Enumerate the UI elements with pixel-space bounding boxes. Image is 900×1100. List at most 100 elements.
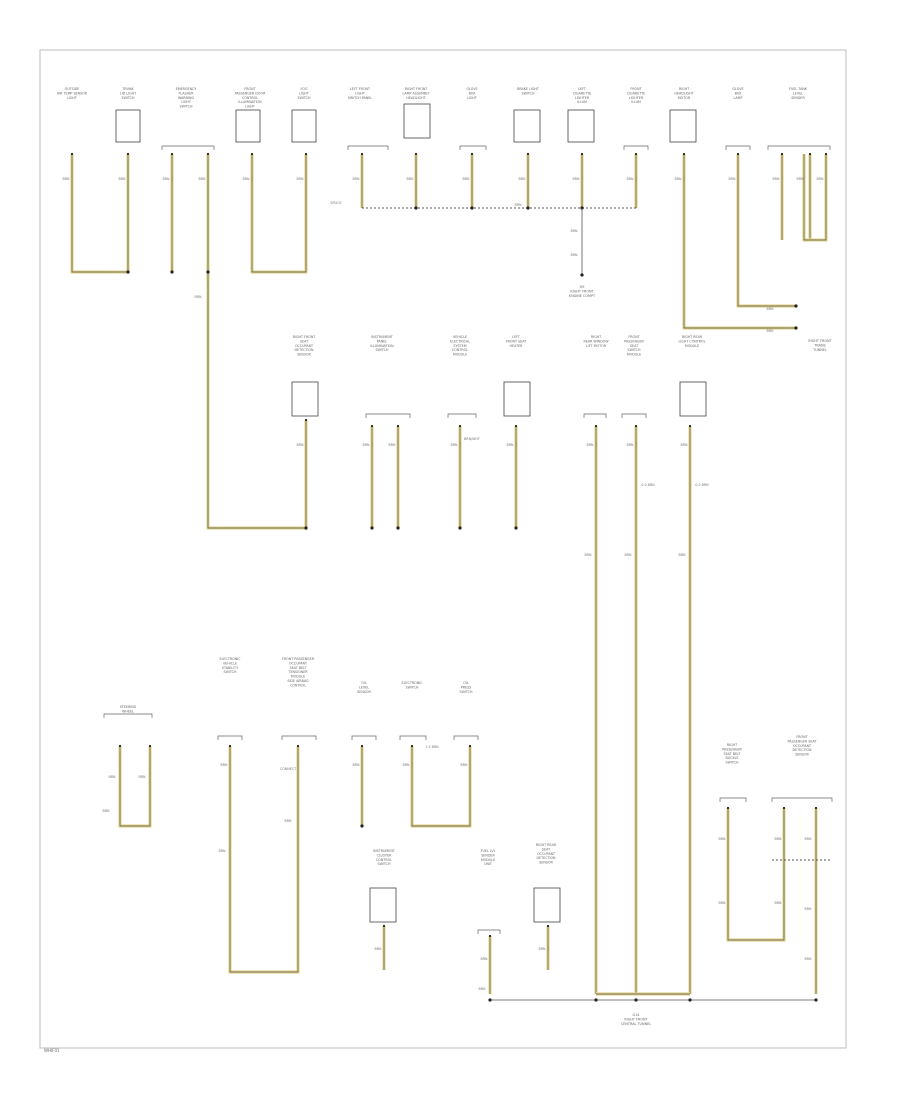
component-label-line: SIDE AIRBAG: [287, 679, 309, 683]
connector-pin: [305, 419, 307, 421]
connector-pin: [595, 425, 597, 427]
wire-stability-switch-core: [229, 746, 299, 973]
wire-label: BRN: [572, 177, 580, 181]
wire-label: BRN: [62, 177, 70, 181]
component-label-line: SWITCH: [628, 348, 641, 352]
component-label-line: SEAT BELT: [290, 666, 308, 670]
component-label-line: LIGHTER: [629, 96, 644, 100]
component-label-line: SEAT BELT: [724, 752, 742, 756]
component-label-line: SEAT: [630, 344, 639, 348]
wire-label: BRN: [480, 957, 488, 961]
wire-label: BRN: [352, 177, 360, 181]
component-label-line: FRONT: [244, 87, 256, 91]
splice-dot: [370, 526, 374, 530]
component-label-line: SENSOR: [795, 753, 809, 757]
connector-pin: [815, 807, 817, 809]
connector-pin: [207, 153, 209, 155]
connector-bracket: [621, 413, 647, 418]
component-label-line: PANEL: [377, 339, 388, 343]
component-label-line: BOX: [469, 91, 477, 95]
wire-label: BRN: [674, 177, 682, 181]
connector-pin: [547, 925, 549, 927]
splice-dot: [304, 526, 308, 530]
splice-dot: [206, 270, 210, 274]
component-label-line: INSTRUMENT: [373, 849, 396, 853]
wire-label: BRN: [518, 177, 526, 181]
wire-flasher-b: [206, 154, 308, 530]
component-label-line: SEAT: [542, 847, 551, 851]
connector-pin: [471, 153, 473, 155]
component-box: [115, 109, 141, 143]
wire-label: BRN: [804, 957, 812, 961]
connector-pin: [361, 153, 363, 155]
component-label-line: ILLUMINATION: [370, 344, 394, 348]
wire-label: BRN: [406, 177, 414, 181]
connector-pin: [459, 425, 461, 427]
component-box: [235, 109, 261, 143]
component-label-line: SWITCH: [522, 91, 535, 95]
connector-bracket: [771, 797, 833, 802]
component-label-line: RIGHT: [679, 87, 690, 91]
wire-label: BRN: [804, 837, 812, 841]
component-label-line: GLOVE: [732, 87, 743, 91]
component-label-line: LIGHT: [467, 96, 478, 100]
wire-passenger-illum-core: [251, 154, 307, 273]
component-label-line: MODULE: [685, 344, 699, 348]
connector-bracket: [161, 145, 215, 150]
component-label-line: STABILITY: [222, 666, 239, 670]
splice-dot: [396, 526, 400, 530]
splice-dot: [488, 998, 492, 1002]
connector-bracket: [365, 413, 411, 418]
component-label-line: FRONT: [796, 735, 808, 739]
connector-bracket: [347, 145, 389, 150]
component-label-line: SEAT: [300, 339, 309, 343]
component-label-line: MOTOR: [678, 96, 691, 100]
wire-label: BRN: [772, 177, 780, 181]
connector-pin: [781, 153, 783, 155]
connector-pin: [737, 153, 739, 155]
wire-rp-belt: [726, 808, 786, 942]
component-label-line: ILLUM: [631, 100, 641, 104]
wire-rp-belt-core: [727, 808, 785, 941]
connector-pin: [383, 925, 385, 927]
component-label-line: SWITCH: [298, 96, 311, 100]
connector-pin: [809, 153, 811, 155]
wire-label: 0.5 BRN: [641, 483, 655, 487]
connector-pin: [581, 153, 583, 155]
wire-label: BRN: [680, 443, 688, 447]
component-label-line: VEHICLE: [453, 335, 467, 339]
component-label-line: LEVEL: [793, 91, 803, 95]
connector-pin: [415, 153, 417, 155]
connector-pin: [635, 153, 637, 155]
component-label-line: FRONT: [628, 335, 640, 339]
component-label-line: SWITCH: [378, 862, 391, 866]
connector-pin: [297, 745, 299, 747]
connector-bracket: [447, 413, 477, 418]
wire-label: BRN: [586, 443, 594, 447]
wire-fuel-sender-c-core: [803, 154, 827, 241]
component-label-line: ELECTRONIC: [220, 657, 242, 661]
component-label-line: AIR TEMP SENSOR: [57, 91, 88, 95]
component-label-line: RIGHT: [591, 335, 602, 339]
component-label-line: PASSENGER SEAT: [788, 739, 818, 743]
wire-outside-mirror: [118, 746, 152, 828]
connector-pin: [71, 153, 73, 155]
splice-dot: [580, 273, 584, 277]
component-label-line: LEFT FRONT: [350, 87, 371, 91]
wire-label: BRN: [102, 809, 110, 813]
component-label-line: PRESS: [461, 685, 472, 689]
component-label-line: PASSENGER: [624, 339, 644, 343]
wire-label: BRN: [584, 553, 592, 557]
connector-bracket: [725, 145, 751, 150]
component-box: [669, 109, 697, 143]
component-label-line: ELECTRICAL: [450, 339, 470, 343]
component-label-line: TENSIONER: [287, 670, 308, 674]
